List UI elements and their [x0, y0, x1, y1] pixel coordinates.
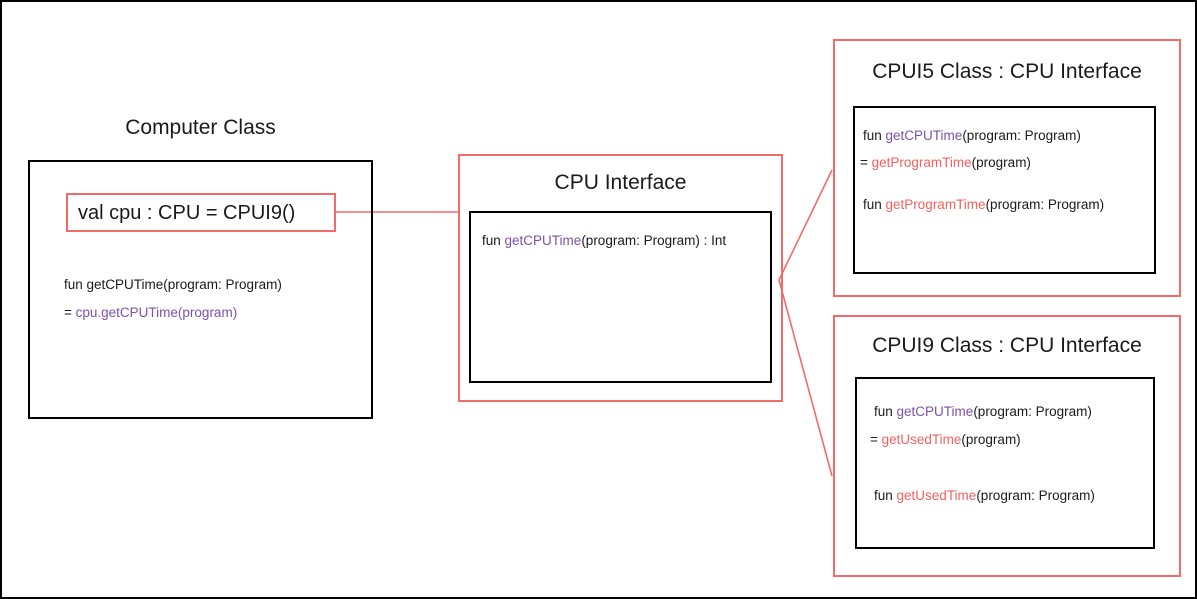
cpui5-class-outer-box	[833, 39, 1181, 297]
cpui9-class-body-line-3: fun getUsedTime(program: Program)	[874, 488, 1095, 505]
cpui5-class-body-line-2: = getProgramTime(program)	[860, 155, 1031, 172]
code-token: getUsedTime	[896, 488, 977, 503]
cpu-interface-inner-box	[469, 211, 772, 383]
cpui9-class-title: CPUI9 Class : CPU Interface	[872, 334, 1142, 357]
cpui5-class-body-line-3: fun getProgramTime(program: Program)	[863, 197, 1104, 214]
cpui5-class-body-line-1: fun getCPUTime(program: Program)	[863, 128, 1081, 145]
code-token: fun	[863, 128, 886, 143]
code-token: getUsedTime	[881, 432, 962, 447]
computer-class-title: Computer Class	[125, 116, 276, 139]
connector-interface-to-cpui9	[778, 279, 833, 477]
code-token: getCPUTime	[885, 128, 963, 143]
code-token: (program: Program)	[962, 128, 1081, 143]
connector-interface-to-cpui5	[778, 169, 833, 281]
code-token: (program: Program)	[985, 197, 1105, 212]
code-token: getProgramTime	[871, 155, 972, 170]
code-token: (program: Program)	[976, 488, 1095, 503]
cpui9-class-inner-box	[855, 377, 1155, 549]
cpui5-class-inner-box	[853, 106, 1156, 274]
code-token: cpu.getCPUTime(program)	[75, 305, 238, 320]
code-token: fun	[482, 233, 505, 248]
cpu-interface-title: CPU Interface	[554, 171, 687, 194]
code-token: getProgramTime	[885, 197, 986, 212]
computer-class-box	[28, 160, 373, 419]
code-token: (program)	[971, 155, 1031, 170]
cpui9-class-body-line-1: fun getCPUTime(program: Program)	[874, 404, 1092, 421]
code-token: fun getCPUTime(program: Program)	[64, 277, 282, 292]
code-token: (program)	[961, 432, 1021, 447]
code-token: =	[860, 155, 872, 170]
code-token: fun	[874, 488, 897, 503]
code-token: fun	[863, 197, 886, 212]
cpu-interface-outer-box	[458, 154, 783, 402]
cpui9-class-body-line-2: = getUsedTime(program)	[870, 432, 1021, 449]
code-token: getCPUTime	[504, 233, 582, 248]
cpui9-class-outer-box	[833, 315, 1181, 577]
code-token: =	[870, 432, 882, 447]
code-token: =	[64, 305, 76, 320]
code-token: getCPUTime	[896, 404, 974, 419]
code-token: fun	[874, 404, 897, 419]
computer-class-declaration[interactable]	[66, 193, 336, 232]
cpu-interface-body-line-1: fun getCPUTime(program: Program) : Int	[482, 233, 726, 250]
computer-class-body-line-2: = cpu.getCPUTime(program)	[64, 305, 237, 322]
cpui5-class-title: CPUI5 Class : CPU Interface	[872, 60, 1142, 83]
code-token: (program: Program) : Int	[581, 233, 727, 248]
computer-class-body-line-1: fun getCPUTime(program: Program)	[64, 277, 282, 294]
computer-class-declaration-text: val cpu : CPU = CPUI9()	[78, 202, 296, 224]
code-token: (program: Program)	[973, 404, 1092, 419]
